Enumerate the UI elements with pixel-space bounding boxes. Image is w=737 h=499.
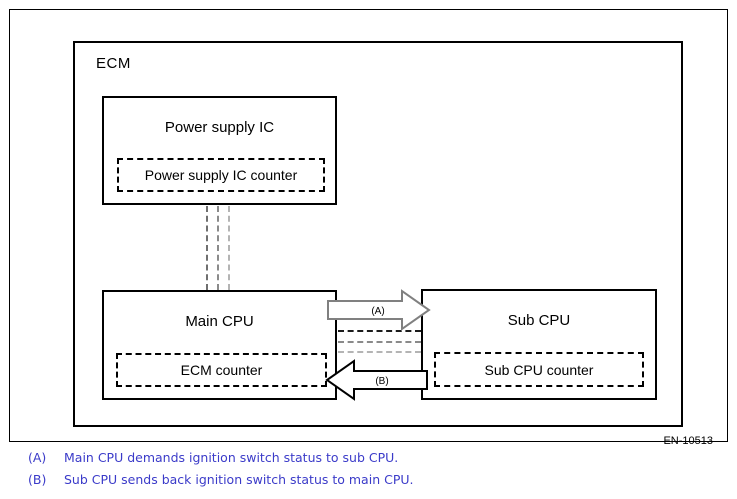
maincpu-subcpu-dashed-line	[338, 351, 421, 353]
main-cpu-box: Main CPU ECM counter	[102, 290, 337, 400]
note-a-row: (A) Main CPU demands ignition switch sta…	[28, 447, 718, 469]
ecm-counter-box: ECM counter	[116, 353, 327, 387]
arrow-b-left-icon: (B)	[325, 359, 428, 401]
arrow-a-label: (A)	[371, 306, 384, 317]
arrow-b-label: (B)	[375, 376, 388, 387]
note-a-text: Main CPU demands ignition switch status …	[64, 450, 399, 465]
figure-frame: ECM Power supply IC Power supply IC coun…	[9, 9, 728, 447]
power-to-maincpu-dashed-line	[217, 206, 219, 290]
maincpu-subcpu-dashed-line	[338, 330, 421, 332]
ecm-label: ECM	[96, 55, 131, 72]
power-supply-ic-counter-box: Power supply IC counter	[117, 158, 325, 192]
power-supply-ic-box: Power supply IC Power supply IC counter	[102, 96, 337, 205]
sub-cpu-counter-label: Sub CPU counter	[484, 361, 594, 378]
ecm-counter-label: ECM counter	[180, 362, 263, 378]
power-to-maincpu-dashed-line	[228, 206, 230, 290]
figure-reference-code: EN-10513	[663, 435, 713, 447]
power-supply-ic-title: Power supply IC	[164, 119, 275, 136]
power-to-maincpu-dashed-line	[206, 206, 208, 290]
maincpu-subcpu-dashed-line	[338, 341, 421, 343]
sub-cpu-box: Sub CPU Sub CPU counter	[421, 289, 657, 400]
main-cpu-title: Main CPU	[185, 313, 254, 330]
arrow-a-right-icon: (A)	[327, 289, 431, 331]
sub-cpu-title: Sub CPU	[507, 312, 571, 329]
note-b-row: (B) Sub CPU sends back ignition switch s…	[28, 469, 718, 491]
note-b-text: Sub CPU sends back ignition switch statu…	[64, 472, 414, 487]
figure-notes: (A) Main CPU demands ignition switch sta…	[28, 447, 718, 491]
power-supply-ic-counter-label: Power supply IC counter	[144, 167, 298, 183]
note-b-label: (B)	[28, 472, 47, 487]
note-a-label: (A)	[28, 450, 47, 465]
sub-cpu-counter-box: Sub CPU counter	[434, 352, 644, 387]
